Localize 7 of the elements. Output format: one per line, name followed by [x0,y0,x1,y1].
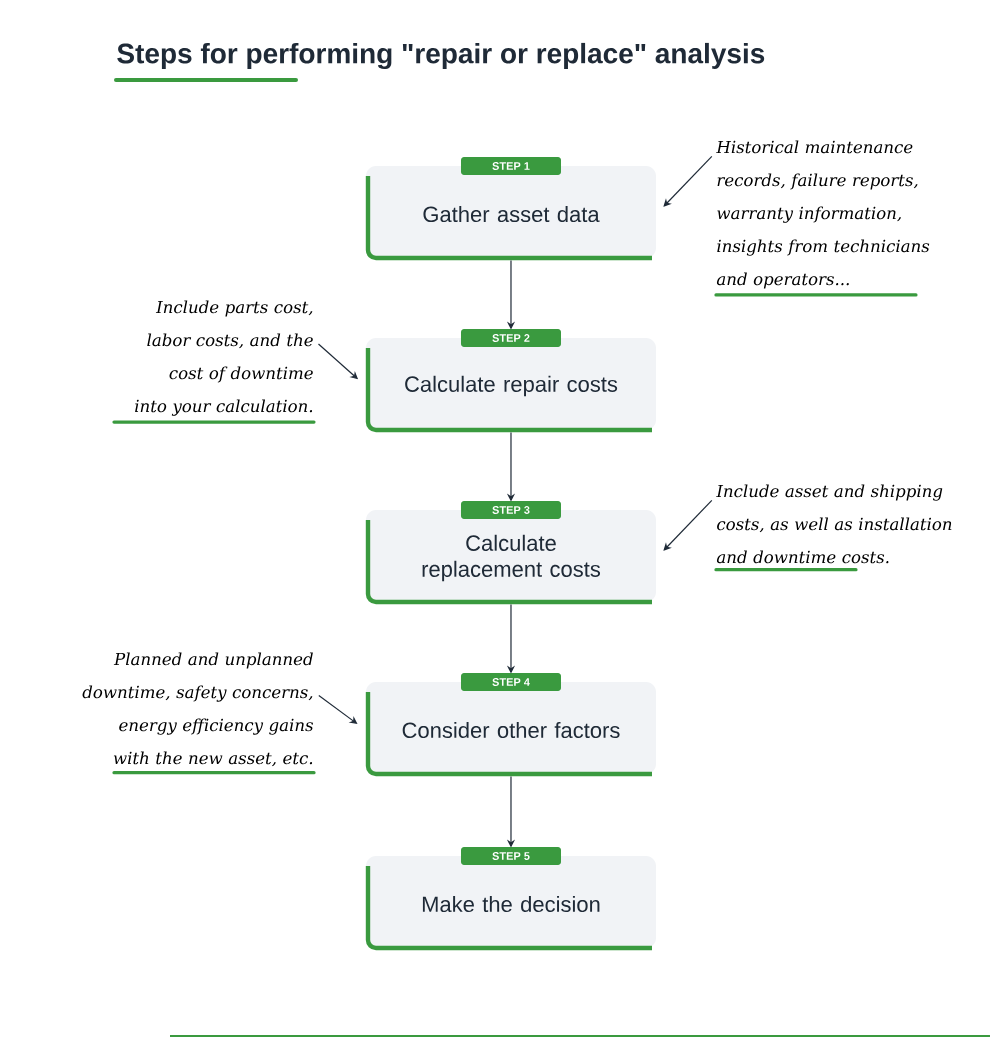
note: Include parts cost, labor costs, and the cost of downtime into your calculation. [112,300,316,424]
note: Historical maintenance records, failure reports, warranty information, insights from technicians and operators... [714,140,930,297]
note: Include asset and shipping costs, as well as installation and downtime costs. [714,484,952,572]
title: Steps for performing "repair or replace" analysis [117,42,765,70]
arrow [663,155,713,207]
note: Planned and unplanned downtime, safety concerns, energy efficiency gains with the new asset, etc. [82,652,316,775]
arrow [663,499,713,551]
